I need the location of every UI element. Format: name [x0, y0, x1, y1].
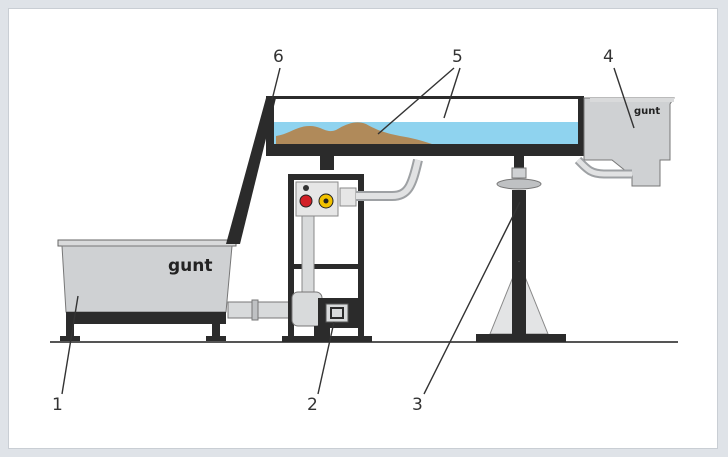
adjustment-wheel [496, 178, 542, 190]
flume-pivot [320, 156, 334, 170]
leader-6 [271, 67, 281, 101]
riser-pipe [301, 215, 315, 301]
leader-1 [61, 295, 79, 395]
reservoir-tank [57, 239, 237, 341]
label-outlet-tank: 4 [603, 47, 614, 67]
indicator-small [303, 185, 309, 191]
adjustable-support [476, 156, 566, 342]
label-reservoir: 1 [52, 395, 63, 415]
outlet-tank [583, 97, 675, 187]
pump-stand [282, 174, 372, 342]
stop-button-red [299, 194, 313, 208]
label-flume: 5 [452, 47, 463, 67]
flume-channel [266, 96, 586, 156]
label-pump: 2 [307, 395, 318, 415]
leader-4 [613, 67, 635, 129]
logo-reservoir: gunt [168, 256, 213, 276]
leader-3 [423, 201, 521, 395]
leader-2 [317, 321, 335, 395]
leader-5a [377, 67, 455, 135]
return-chute [226, 98, 276, 244]
label-chute: 6 [273, 47, 284, 67]
logo-text-reservoir: gunt [168, 256, 213, 276]
label-support: 3 [412, 395, 423, 415]
leader-lines [61, 67, 635, 395]
suction-pipe [227, 301, 291, 319]
pump-motor [291, 291, 358, 338]
leader-5b [443, 67, 461, 119]
sediment-bed [276, 122, 432, 144]
logo-text-outlet: gunt [634, 106, 660, 117]
